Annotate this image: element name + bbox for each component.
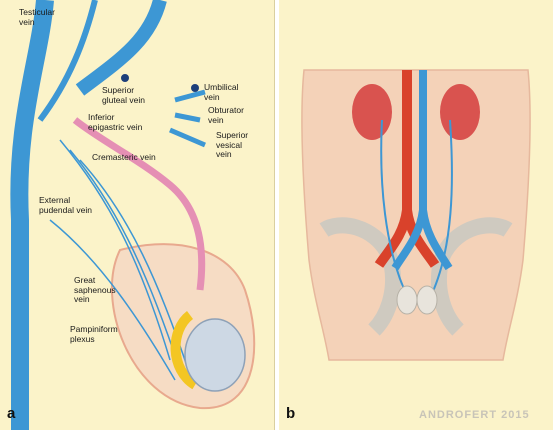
right-testis xyxy=(416,285,438,315)
internal-iliac-vein xyxy=(75,0,167,96)
label-superior-vesical-vein: Superior vesical vein xyxy=(216,130,249,159)
panel-a: Testicular vein Umbilical vein Superior … xyxy=(0,0,275,430)
aorta xyxy=(374,70,440,268)
label-external-pudendal-vein: External pudendal vein xyxy=(39,195,92,215)
testicular-vein-line xyxy=(37,0,98,122)
tributary-veins xyxy=(169,89,206,148)
left-testis xyxy=(396,285,418,315)
epididymis xyxy=(170,311,198,390)
panel-letter-b: b xyxy=(286,405,296,422)
label-superior-gluteal-vein: Superior gluteal vein xyxy=(102,85,146,105)
gluteal-vein-stub xyxy=(121,74,129,82)
urogenital-body-illustration xyxy=(301,69,531,361)
main-iliac-vein xyxy=(10,0,54,430)
right-kidney xyxy=(440,84,480,140)
panel-b: b ANDROFERT 2015 xyxy=(279,0,553,430)
label-testicular-vein: Testicular vein xyxy=(19,7,55,27)
panel-letter-a: a xyxy=(7,405,16,422)
label-inferior-epigastric-vein: Inferior epigastric vein xyxy=(88,112,143,132)
testicular-veins xyxy=(380,119,453,301)
umbilical-vein-stub xyxy=(191,84,199,92)
label-cremasteric-vein: Cremasteric vein xyxy=(92,152,156,162)
label-umbilical-vein: Umbilical vein xyxy=(204,82,239,102)
label-pampiniform-plexus: Pampiniform plexus xyxy=(70,324,118,344)
label-obturator-vein: Obturator vein xyxy=(208,105,244,125)
pelvic-veins-illustration xyxy=(10,0,256,430)
inferior-vena-cava xyxy=(391,70,453,271)
copyright-credit: ANDROFERT 2015 xyxy=(419,409,530,421)
label-great-saphenous-vein: Great saphenous vein xyxy=(74,275,116,304)
testis xyxy=(184,318,246,392)
left-kidney xyxy=(352,84,392,140)
torso-silhouette xyxy=(301,69,531,361)
vas-deferens xyxy=(72,117,206,291)
plexus-veins xyxy=(49,139,191,381)
